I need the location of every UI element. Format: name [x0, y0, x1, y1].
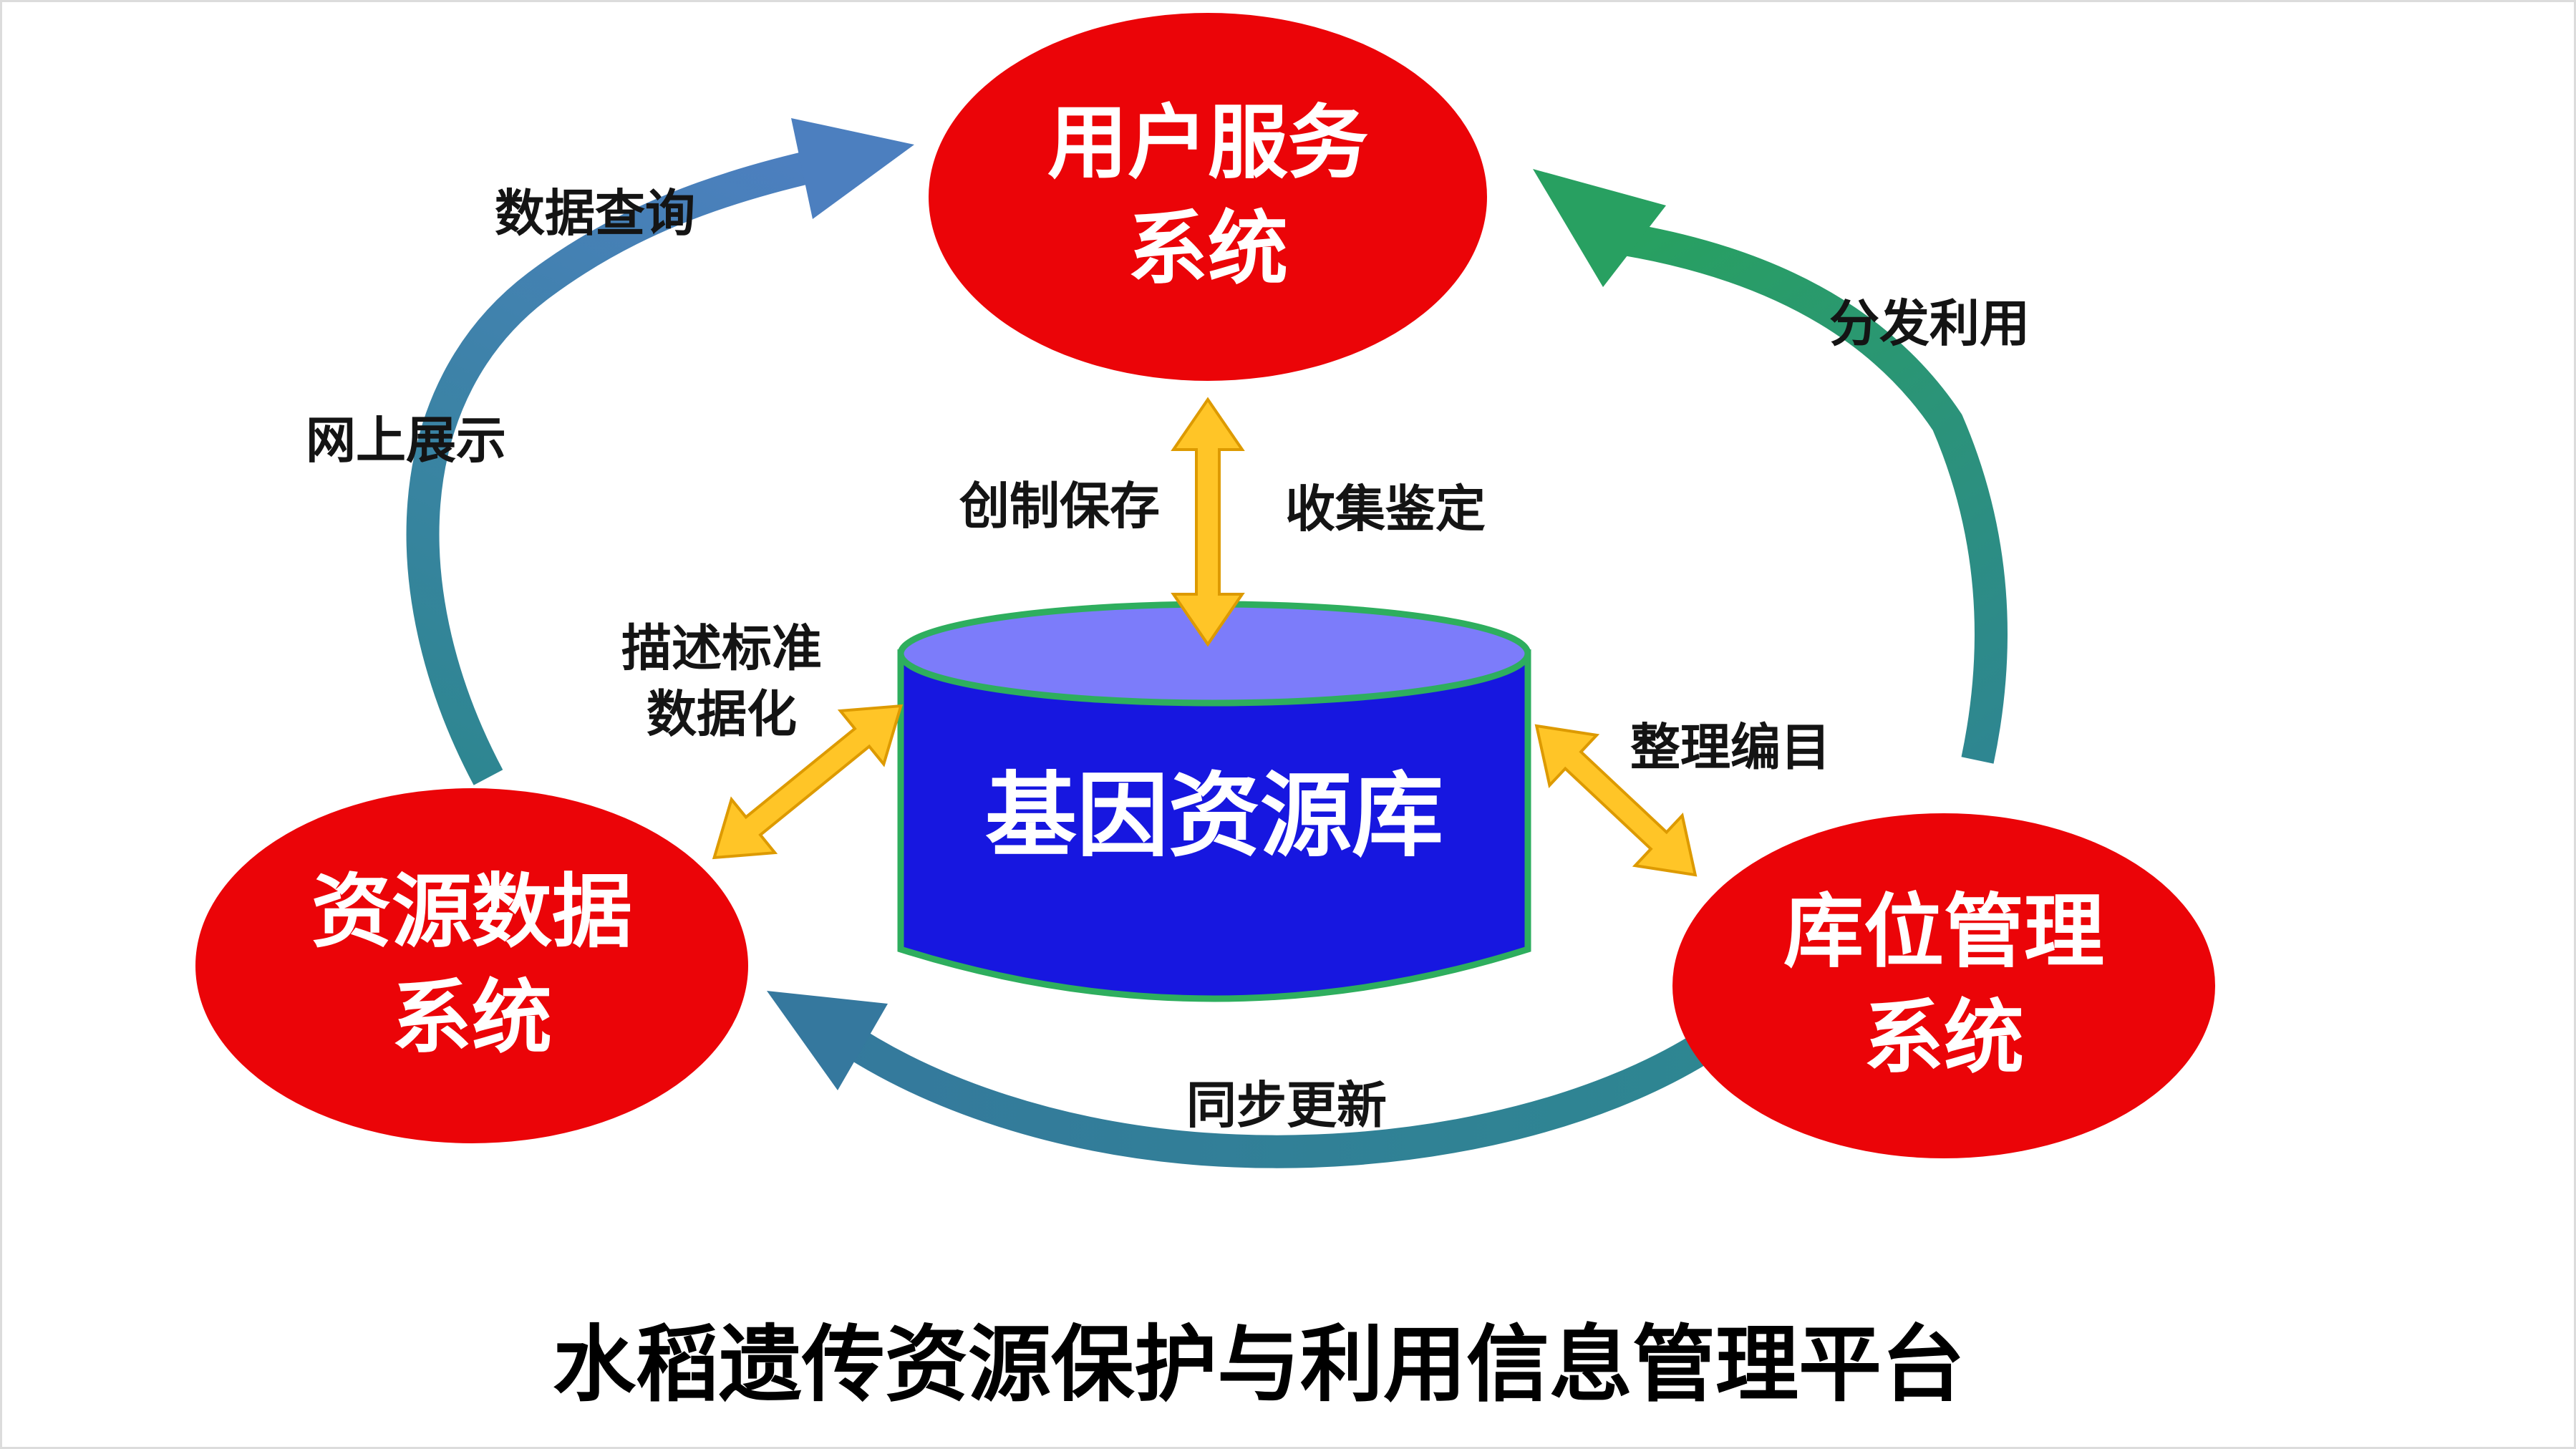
curved-arrow-right-head-icon: [1533, 169, 1666, 287]
node-resource-data-label: 资源数据 系统: [311, 860, 632, 1072]
node-resource-data-line1: 资源数据: [311, 866, 632, 959]
edge-label-sync-update: 同步更新: [1186, 1075, 1387, 1135]
curved-arrow-left-head-icon: [791, 118, 914, 219]
curved-arrow-bottom-head-icon: [767, 991, 888, 1090]
node-storage-management-system: 库位管理 系统: [1672, 813, 2215, 1158]
edge-label-data-query: 数据查询: [495, 183, 695, 243]
curved-arrow-bottom-body: [830, 1019, 1724, 1168]
edge-label-distribution-use: 分发利用: [1829, 294, 2030, 353]
curved-arrow-right: [1533, 169, 2008, 764]
edge-label-collection-identification: 收集鉴定: [1285, 479, 1486, 538]
curved-arrow-right-body: [1604, 220, 2008, 764]
edge-label-online-display: 网上展示: [306, 410, 506, 470]
edge-label-description-standard: 描述标准 数据化: [621, 616, 822, 748]
node-storage-management-label: 库位管理 系统: [1783, 880, 2104, 1092]
double-arrow-lower-left-icon: [712, 704, 904, 860]
edge-label-cataloging: 整理编目: [1630, 717, 1831, 777]
edge-label-description-standard-line1: 描述标准: [621, 619, 822, 678]
diagram-title: 水稻遗传资源保护与利用信息管理平台: [553, 1317, 1965, 1413]
node-user-service-line2: 系统: [1128, 203, 1288, 296]
node-user-service-system: 用户服务 系统: [929, 13, 1487, 381]
curved-arrow-bottom: [767, 991, 1724, 1168]
node-user-service-line1: 用户服务: [1047, 97, 1368, 190]
node-resource-data-system: 资源数据 系统: [195, 788, 748, 1143]
curved-arrow-left: [406, 118, 914, 785]
edge-label-description-standard-line2: 数据化: [647, 685, 797, 744]
double-arrow-vertical-icon: [1171, 397, 1245, 647]
node-storage-management-line1: 库位管理: [1783, 886, 2104, 979]
double-arrow-lower-right-icon: [1534, 724, 1698, 877]
gene-bank-label: 基因资源库: [984, 762, 1444, 870]
curved-arrow-left-body: [406, 147, 830, 785]
node-user-service-label: 用户服务 系统: [1047, 91, 1368, 303]
edge-label-creation-preservation: 创制保存: [959, 476, 1160, 536]
node-resource-data-line2: 系统: [392, 971, 552, 1065]
gene-bank-cylinder: [897, 601, 1531, 1002]
node-storage-management-line2: 系统: [1864, 992, 2024, 1085]
